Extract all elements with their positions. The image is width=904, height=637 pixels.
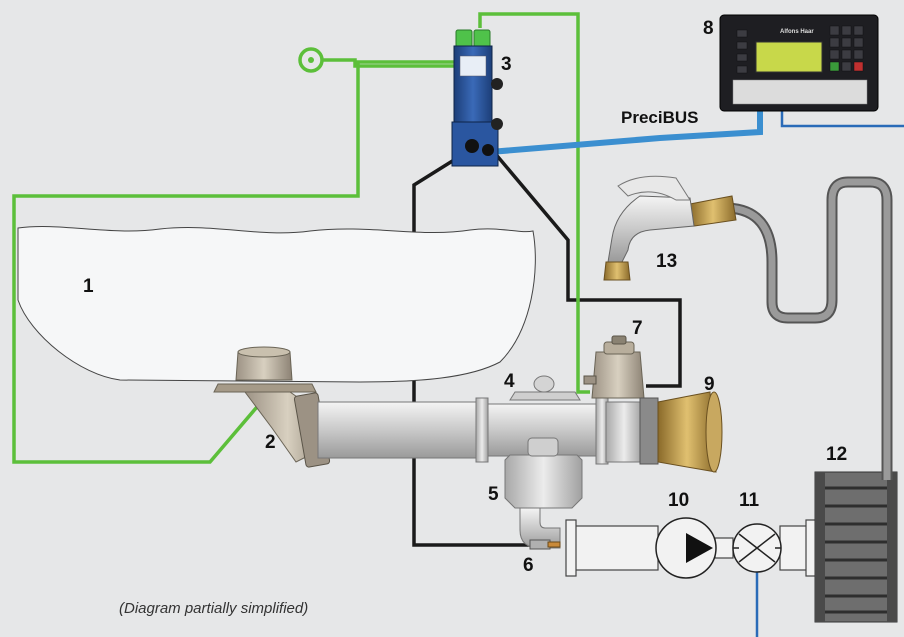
air-supply-symbol <box>298 47 324 73</box>
electric-line-right <box>780 110 904 128</box>
temperature-sensor <box>529 539 561 550</box>
controller-brand: Alfons Haar <box>780 29 814 35</box>
hose-reel <box>814 471 898 623</box>
label-tank: 1 <box>83 276 94 297</box>
signal-line-valve <box>486 143 682 388</box>
signal-line-tank <box>412 148 471 232</box>
label-foot-valve: 2 <box>265 432 276 453</box>
hose <box>727 176 893 480</box>
label-hose-reel: 12 <box>826 444 847 465</box>
label-coupling: 9 <box>704 374 715 395</box>
controller-keypad <box>829 25 864 72</box>
label-control-valve: 7 <box>632 318 643 339</box>
flowmeter-symbol <box>732 523 782 573</box>
label-precibus: PreciBUS <box>621 108 698 127</box>
meter-assembly <box>487 375 609 549</box>
control-valve <box>583 335 645 463</box>
pneumatic-lines <box>12 12 590 464</box>
precibus-line <box>489 110 763 155</box>
main-pipe <box>317 397 489 463</box>
label-temp-sensor: 6 <box>523 555 534 576</box>
controller-unit: Alfons Haar <box>719 14 879 112</box>
label-flow-meter: 11 <box>739 490 760 511</box>
label-pump: 10 <box>668 490 689 511</box>
diagram-note: (Diagram partially simplified) <box>119 600 308 617</box>
label-valve-block: 3 <box>501 54 512 75</box>
label-controller: 8 <box>703 18 714 39</box>
label-air-separator: 4 <box>504 371 515 392</box>
coupling <box>639 391 723 473</box>
tank <box>17 226 536 383</box>
pneumatic-line-foot-valve <box>12 60 455 464</box>
controller-keys-left <box>736 29 748 74</box>
valve-block <box>451 29 503 167</box>
component-labels: 1 2 3 4 5 6 7 8 9 10 11 12 13 PreciBUS (… <box>83 18 847 617</box>
pump-symbol <box>655 517 717 579</box>
pneumatic-line-control-valve <box>478 12 590 394</box>
label-meter: 5 <box>488 484 499 505</box>
pneumatic-line-supply <box>323 58 455 68</box>
nozzle <box>603 175 737 281</box>
label-nozzle: 13 <box>656 251 677 272</box>
bus-lines <box>489 110 904 637</box>
